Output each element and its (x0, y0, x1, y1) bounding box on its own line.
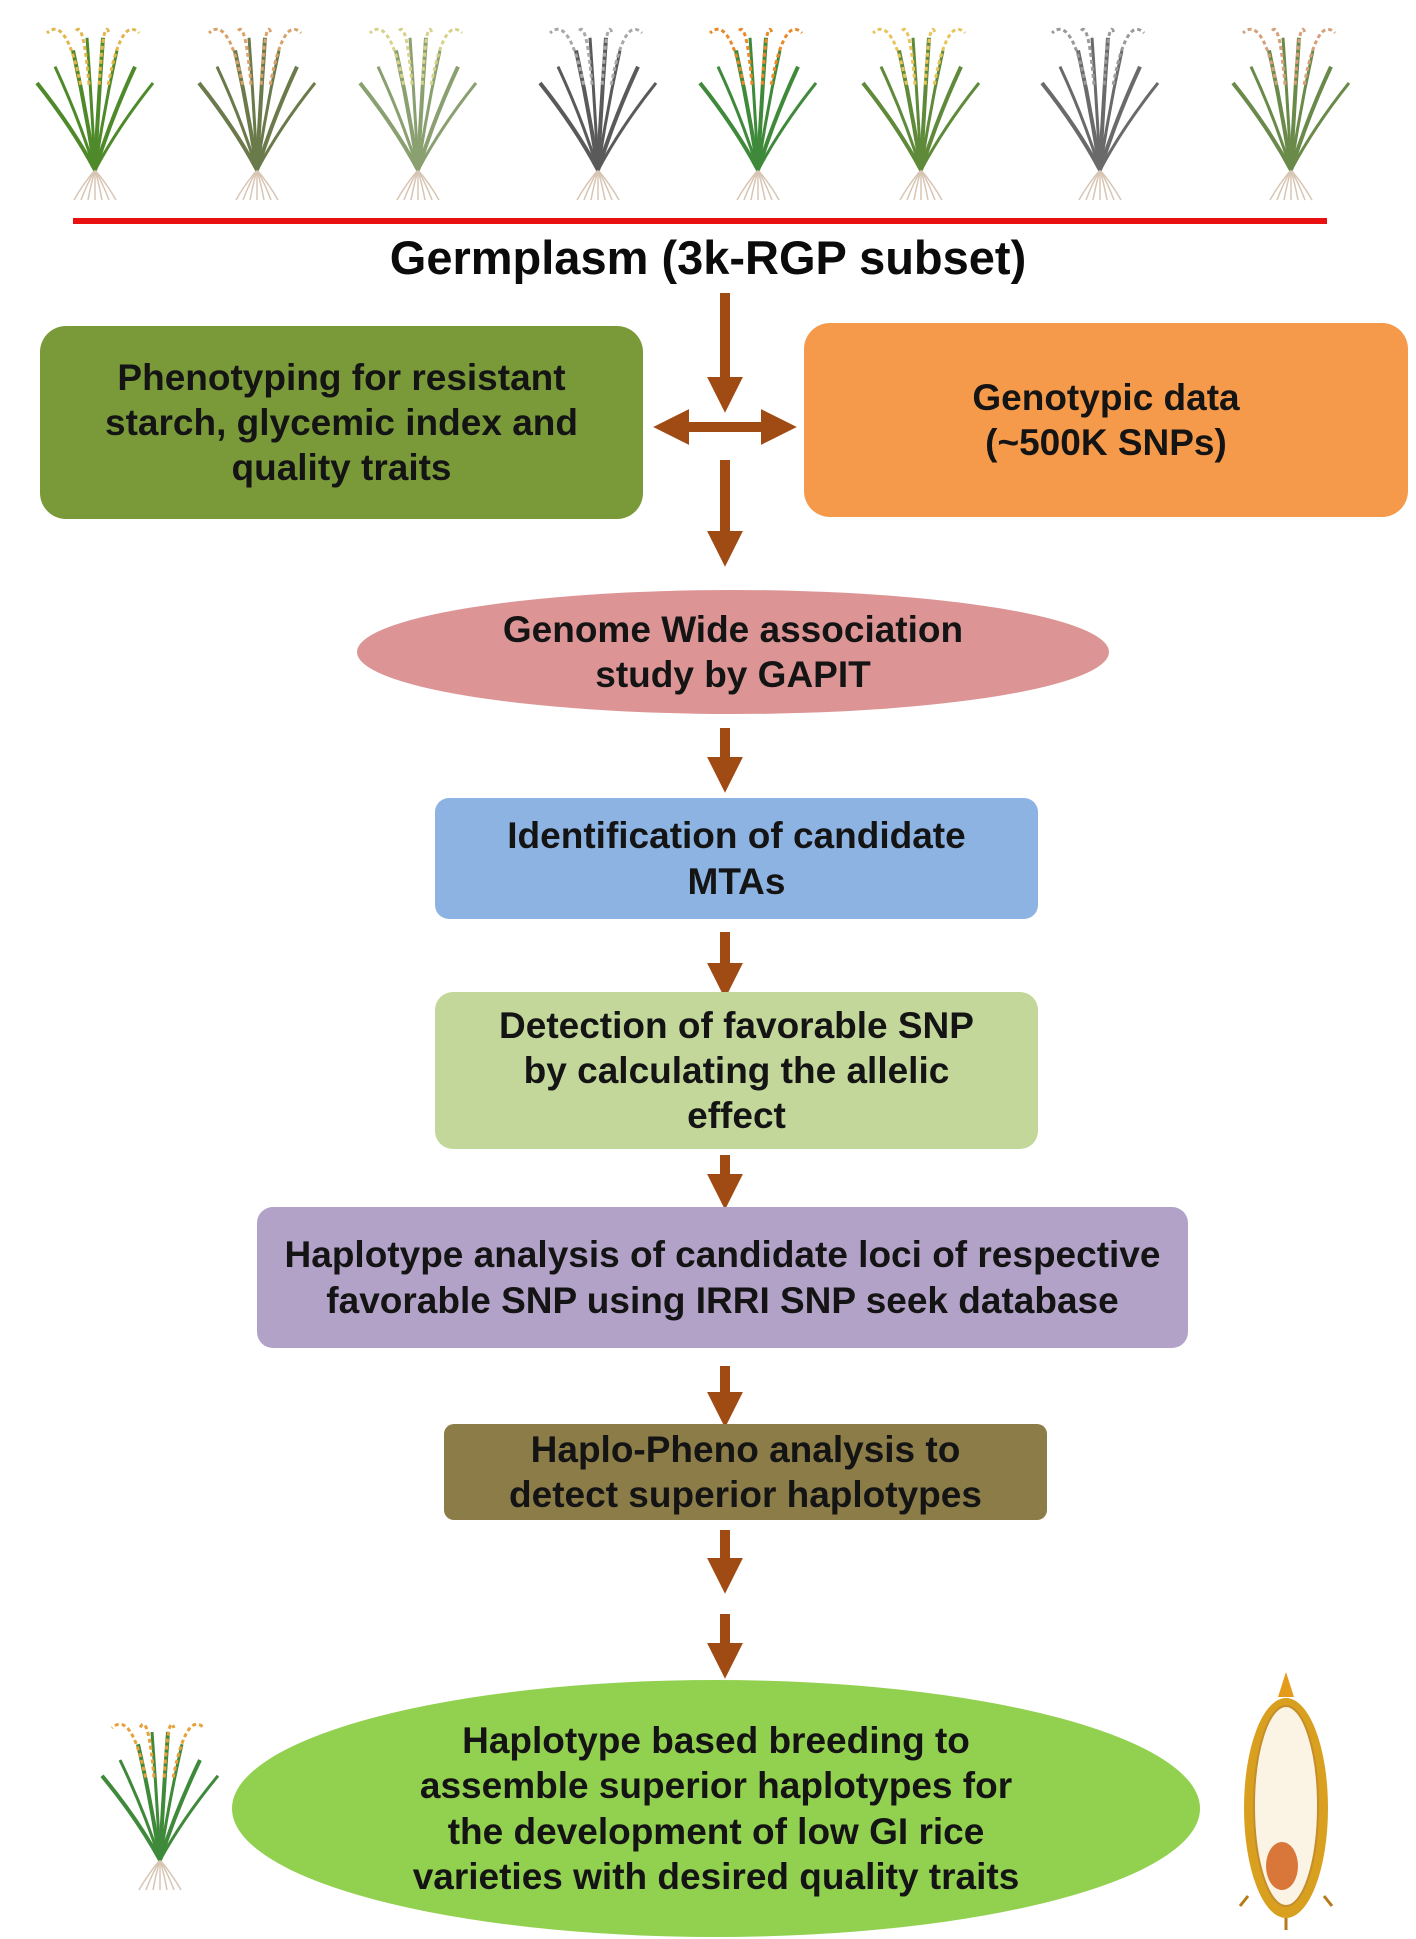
gwas-text: Genome Wide association study by GAPIT (502, 608, 964, 695)
rice-plant-icon (358, 27, 478, 201)
divider-line (73, 218, 1327, 224)
rice-plant-icon (538, 27, 658, 201)
detection-box: Detection of favorable SNP by calculatin… (435, 992, 1038, 1149)
breeding-ellipse: Haplotype based breeding to assemble sup… (232, 1680, 1200, 1937)
genotypic-box: Genotypic data (~500K SNPs) (804, 323, 1408, 517)
gwas-ellipse: Genome Wide association study by GAPIT (357, 590, 1109, 714)
germplasm-title: Germplasm (3k-RGP subset) (389, 231, 1027, 284)
haplotype-analysis-text: Haplotype analysis of candidate loci of … (284, 1234, 1161, 1321)
identification-box: Identification of candidate MTAs (435, 798, 1038, 919)
rice-plant-icon (1231, 27, 1351, 201)
rice-plant-icon (698, 27, 818, 201)
haplotype-analysis-box: Haplotype analysis of candidate loci of … (257, 1207, 1188, 1348)
rice-plant-icon (35, 27, 155, 201)
rice-plant-icon (100, 1722, 220, 1891)
plant-row (35, 27, 1351, 201)
rice-plant-icon (861, 27, 981, 201)
detection-text: Detection of favorable SNP by calculatin… (499, 1004, 974, 1137)
identification-text: Identification of candidate MTAs (507, 815, 966, 902)
phenotyping-text: Phenotyping for resistant starch, glycem… (105, 356, 578, 489)
haplo-pheno-box: Haplo-Pheno analysis to detect superior … (444, 1424, 1047, 1520)
breeding-text: Haplotype based breeding to assemble sup… (412, 1720, 1020, 1897)
haplo-pheno-text: Haplo-Pheno analysis to detect superior … (509, 1428, 982, 1515)
phenotyping-box: Phenotyping for resistant starch, glycem… (40, 326, 643, 519)
genotypic-text: Genotypic data (~500K SNPs) (972, 376, 1240, 463)
rice-plant-icon (197, 27, 317, 201)
rice-plant-icon (1040, 27, 1160, 201)
